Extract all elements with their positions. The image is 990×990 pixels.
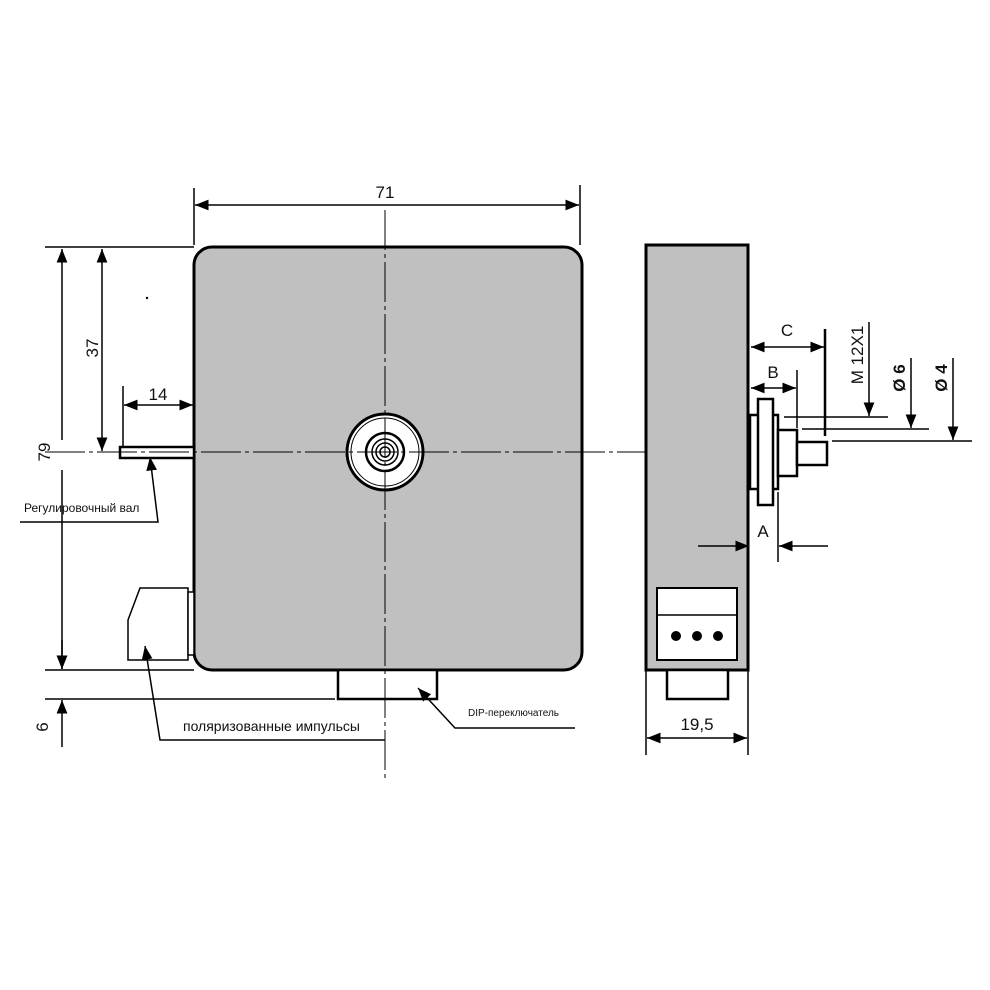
dimension-dia4: Ø 4 [832,358,972,442]
polarized-pulse-connector [127,587,195,661]
dimension-dia4-label: Ø 4 [932,364,951,392]
dimension-width: 71 [193,183,581,245]
dimension-bottom-gap-label: 6 [33,722,52,731]
dip-switch-housing [336,668,439,701]
dimension-c: C [751,321,827,436]
dimension-a-label: A [757,522,769,541]
side-view: C B M 12X1 Ø 6 Ø 4 [644,243,972,755]
dimension-shaft-length: 14 [122,385,193,447]
terminal-block [656,587,738,661]
dimension-shaft-length-label: 14 [149,385,168,404]
callout-dip: DIP-переключатель [417,687,575,729]
dimension-height: 79 [35,246,194,671]
dimension-shaft-offset-label: 37 [83,339,102,358]
dimension-shaft-offset: 37 [83,249,108,451]
dimension-depth-label: 19,5 [680,715,713,734]
dimension-thread: M 12X1 [784,322,888,418]
dimension-bottom-gap: 6 [33,640,335,747]
dimension-thread-label: M 12X1 [848,326,867,385]
dip-switch-side [665,668,730,701]
dimension-b: B [751,363,798,428]
pulses-label: поляризованные импульсы [183,718,360,734]
callout-pulses: поляризованные импульсы [141,645,385,741]
dimension-width-label: 71 [376,183,395,202]
dimension-dia6-label: Ø 6 [890,364,909,391]
dimension-dia6: Ø 6 [802,358,929,430]
dimension-depth: 19,5 [645,670,749,755]
dimension-a: A [698,492,828,562]
shaft-bushing [748,397,829,507]
dimension-b-label: B [767,363,778,382]
dimension-c-label: C [781,321,793,340]
dimension-height-label: 79 [35,443,54,462]
front-view: 71 79 37 14 6 Регули [20,183,762,782]
shaft-label: Регулировочный вал [24,501,139,515]
dip-label: DIP-переключатель [468,708,559,719]
callout-shaft: Регулировочный вал [20,456,159,523]
